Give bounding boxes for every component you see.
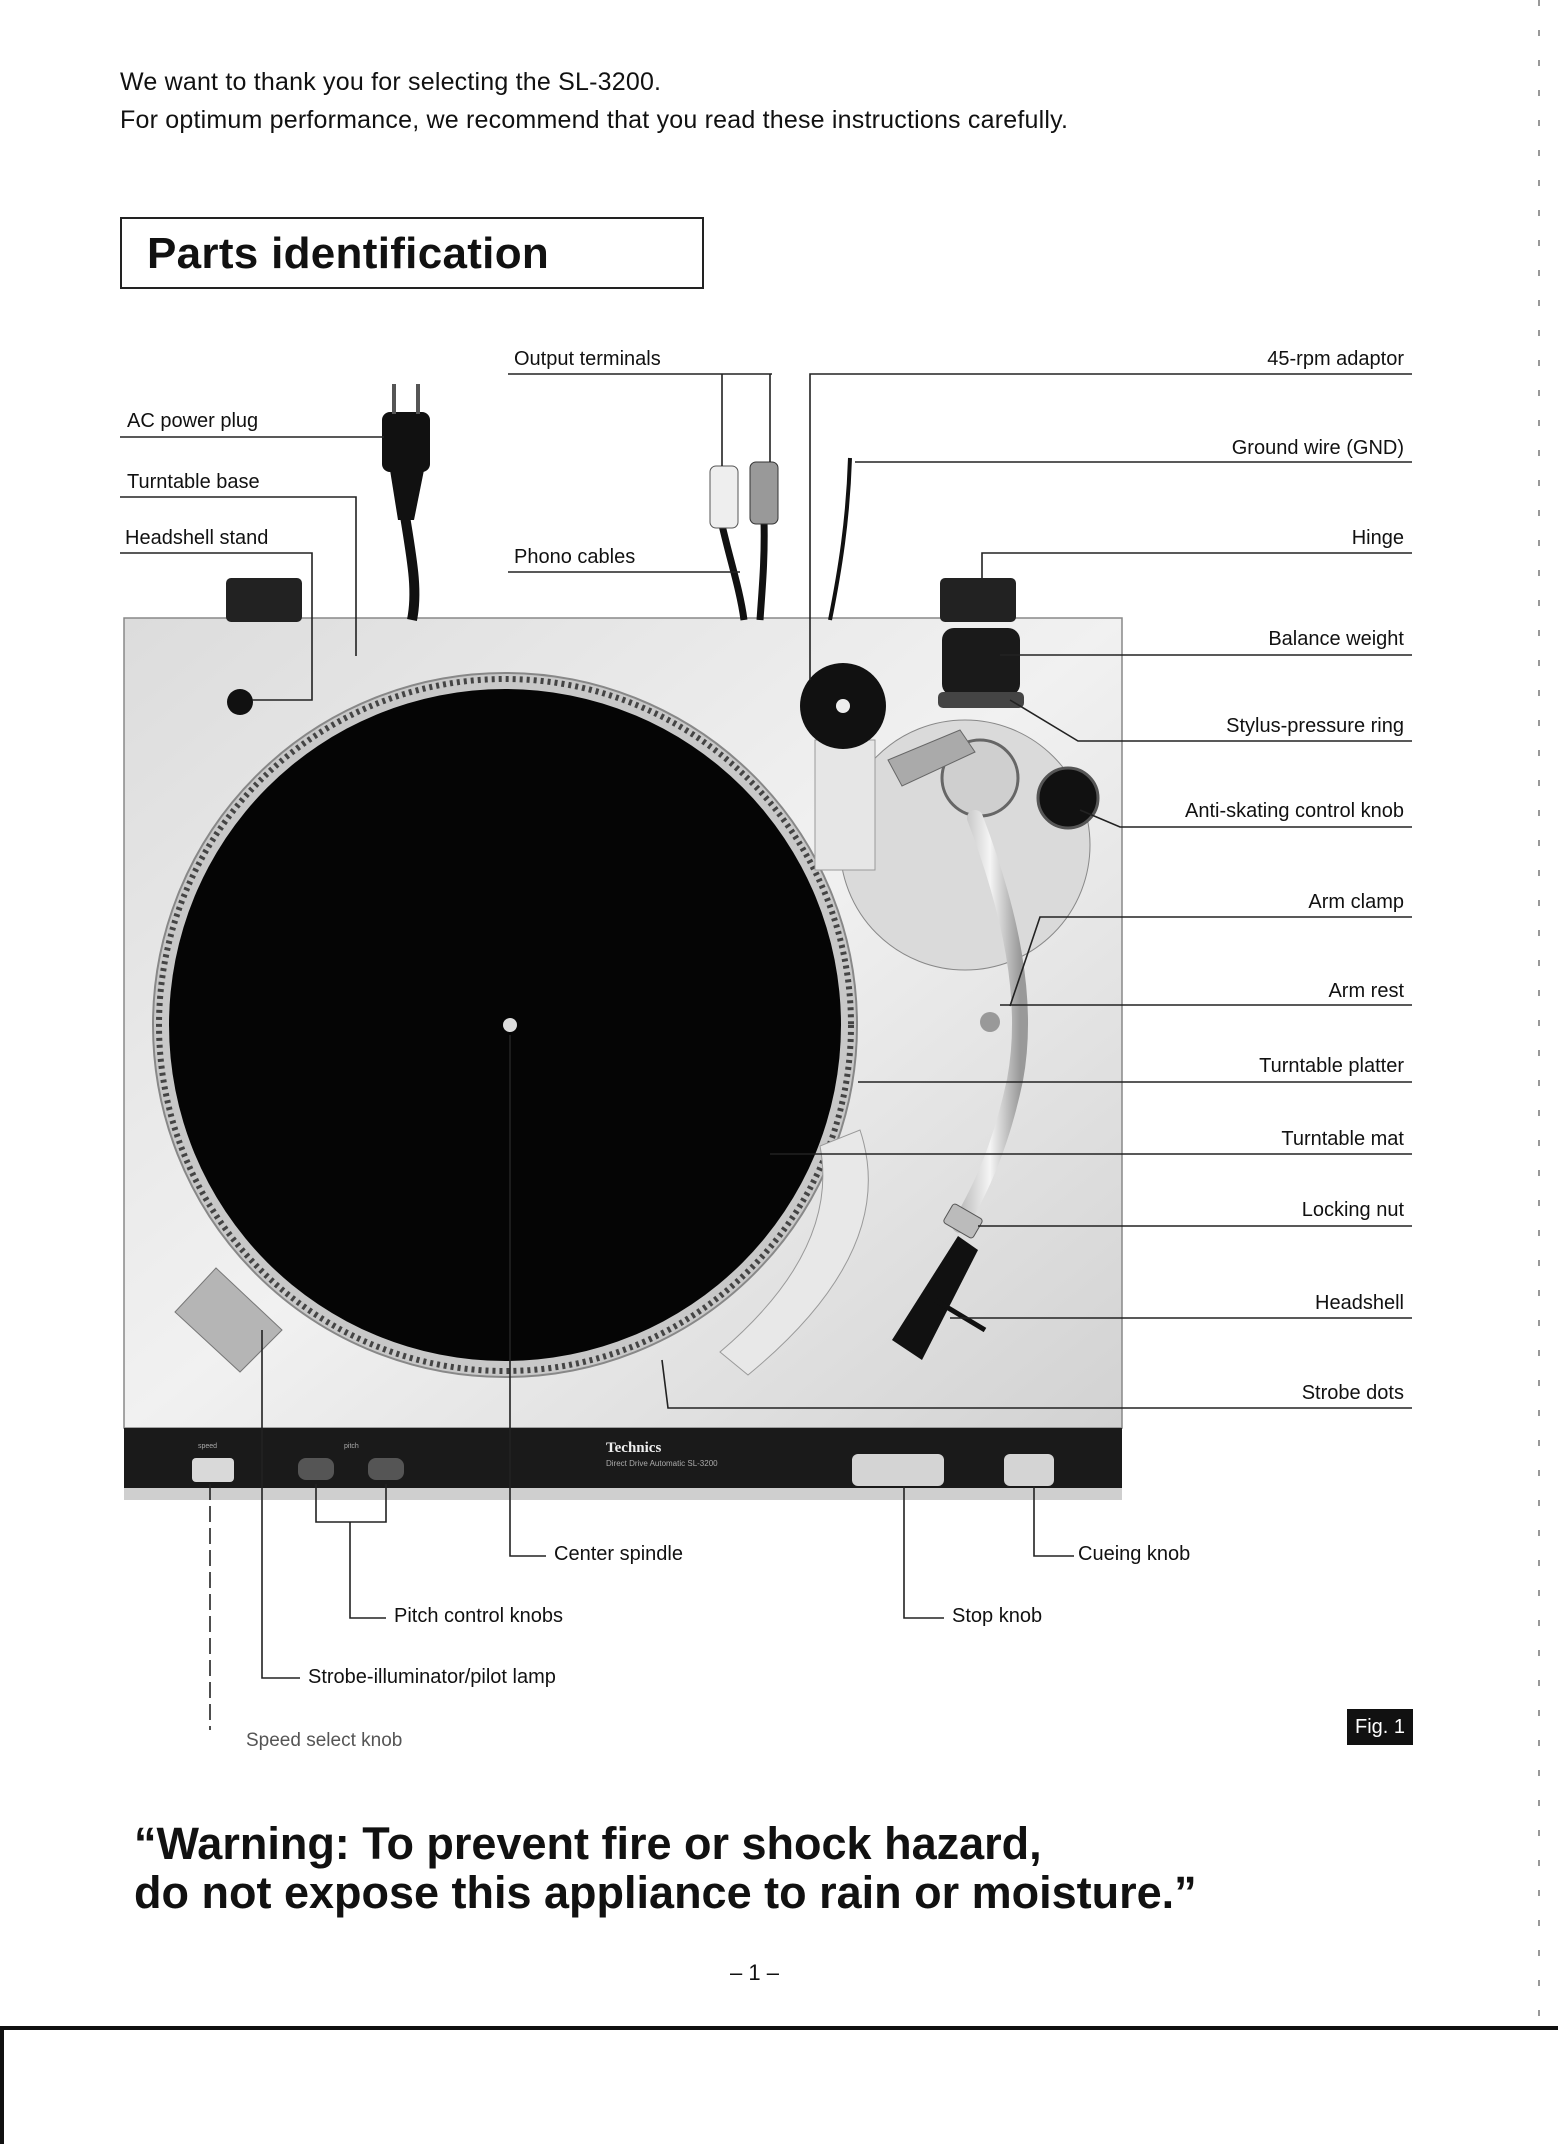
stylus-pressure-ring-shape	[938, 692, 1024, 708]
label-speed-select-knob: Speed select knob	[246, 1730, 403, 1751]
label-pitch-control-knobs: Pitch control knobs	[394, 1605, 563, 1627]
label-center-spindle: Center spindle	[554, 1543, 683, 1565]
speed-panel-text: speed	[198, 1443, 217, 1450]
pitch-knob-45[interactable]	[368, 1458, 404, 1480]
speed-select-knob-shape[interactable]	[192, 1458, 234, 1482]
leader-headshell-stand	[120, 552, 313, 701]
headshell-stand-shape	[227, 689, 253, 715]
leader-pitch-control	[349, 1522, 386, 1619]
hinge-right	[940, 578, 1016, 622]
label-headshell-stand: Headshell stand	[125, 527, 269, 549]
intro-line-2: For optimum performance, we recommend th…	[120, 106, 1069, 134]
locking-nut-shape	[943, 1203, 983, 1239]
leader-45rpm	[809, 373, 1412, 680]
label-anti-skating-knob: Anti-skating control knob	[1184, 800, 1404, 822]
warning-line-2: do not expose this appliance to rain or …	[134, 1867, 1197, 1918]
strobe-illuminator-shape	[174, 1267, 283, 1373]
leader-turntable-base	[120, 496, 357, 656]
label-headshell: Headshell	[1315, 1292, 1404, 1314]
right-edge-marks	[1538, 0, 1540, 2020]
section-title-box: Parts identification	[120, 217, 704, 289]
arm-rest-post	[980, 1012, 1000, 1032]
model-line: Direct Drive Automatic SL-3200	[606, 1459, 718, 1468]
bottom-left-edge	[0, 2026, 4, 2144]
label-ground-wire: Ground wire (GND)	[1231, 437, 1404, 459]
leader-cueing-knob	[1033, 1486, 1074, 1557]
headshell-shape	[892, 1236, 978, 1360]
tonearm-lift-bracket	[814, 739, 876, 871]
label-ac-power-plug: AC power plug	[127, 410, 259, 432]
brand-logo: Technics	[606, 1440, 661, 1456]
phono-cable-right	[756, 519, 768, 621]
balance-weight-shape	[942, 628, 1020, 696]
leader-arm-clamp	[1009, 916, 1412, 1007]
phono-cable-left	[718, 524, 748, 621]
label-45rpm-adaptor: 45-rpm adaptor	[1267, 348, 1404, 370]
leader-hinge	[981, 552, 1412, 582]
leader-strobe-dots	[661, 1359, 1412, 1409]
leader-stylus-ring	[1009, 699, 1412, 742]
ac-power-plug-shape	[382, 412, 430, 472]
hinge-left	[226, 578, 302, 622]
ac-plug-neck	[390, 470, 424, 520]
strobe-dots-ring	[156, 676, 854, 1374]
front-panel-lip	[124, 1488, 1122, 1500]
label-stop-knob: Stop knob	[952, 1605, 1043, 1627]
leader-strobe-illuminator	[261, 1330, 300, 1679]
label-arm-rest: Arm rest	[1328, 980, 1404, 1002]
label-arm-clamp: Arm clamp	[1308, 891, 1404, 913]
ground-wire-shape	[828, 457, 852, 621]
label-locking-nut: Locking nut	[1301, 1199, 1404, 1221]
label-stylus-pressure-ring: Stylus-pressure ring	[1226, 715, 1404, 737]
phono-plug-dark	[749, 461, 779, 525]
anti-skating-knob-shape[interactable]	[1036, 766, 1100, 830]
cueing-knob-shape[interactable]	[1004, 1454, 1054, 1486]
label-phono-cables: Phono cables	[514, 546, 636, 568]
label-strobe-illuminator: Strobe-illuminator/pilot lamp	[308, 1666, 556, 1688]
leader-stop-knob	[903, 1486, 944, 1619]
label-turntable-base: Turntable base	[127, 471, 260, 493]
pitch-knob-33[interactable]	[298, 1458, 334, 1480]
arm-rest-arc	[719, 1129, 869, 1376]
label-turntable-platter: Turntable platter	[1259, 1055, 1404, 1077]
label-cueing-knob: Cueing knob	[1078, 1543, 1191, 1565]
phono-plug-white	[709, 465, 739, 529]
ac-power-cord	[399, 509, 420, 621]
finger-lift	[933, 1297, 987, 1333]
leader-anti-skating	[1079, 809, 1412, 828]
warning-line-1: “Warning: To prevent fire or shock hazar…	[134, 1818, 1042, 1869]
label-output-terminals: Output terminals	[514, 348, 661, 370]
bottom-rule	[0, 2026, 1558, 2030]
rpm45-adaptor-hole	[836, 699, 850, 713]
tonearm-tube	[952, 810, 1029, 1233]
page-number: – 1 –	[730, 1960, 779, 1985]
front-control-panel	[124, 1428, 1122, 1490]
section-title: Parts identification	[147, 229, 550, 278]
intro-line-1: We want to thank you for selecting the S…	[120, 68, 662, 96]
label-balance-weight: Balance weight	[1268, 628, 1404, 650]
cueing-lever-shape	[887, 729, 976, 787]
leader-center-spindle	[509, 1035, 546, 1557]
label-turntable-mat: Turntable mat	[1281, 1128, 1404, 1150]
leader-pitch-bracket	[315, 1484, 387, 1523]
stop-knob-shape[interactable]	[852, 1454, 944, 1486]
figure-label: Fig. 1	[1347, 1709, 1413, 1745]
center-spindle-shape	[503, 1018, 517, 1032]
pitch-panel-text: pitch	[344, 1443, 359, 1450]
label-strobe-dots: Strobe dots	[1301, 1382, 1404, 1404]
label-hinge: Hinge	[1351, 527, 1404, 549]
leader-lines	[120, 373, 1412, 1730]
